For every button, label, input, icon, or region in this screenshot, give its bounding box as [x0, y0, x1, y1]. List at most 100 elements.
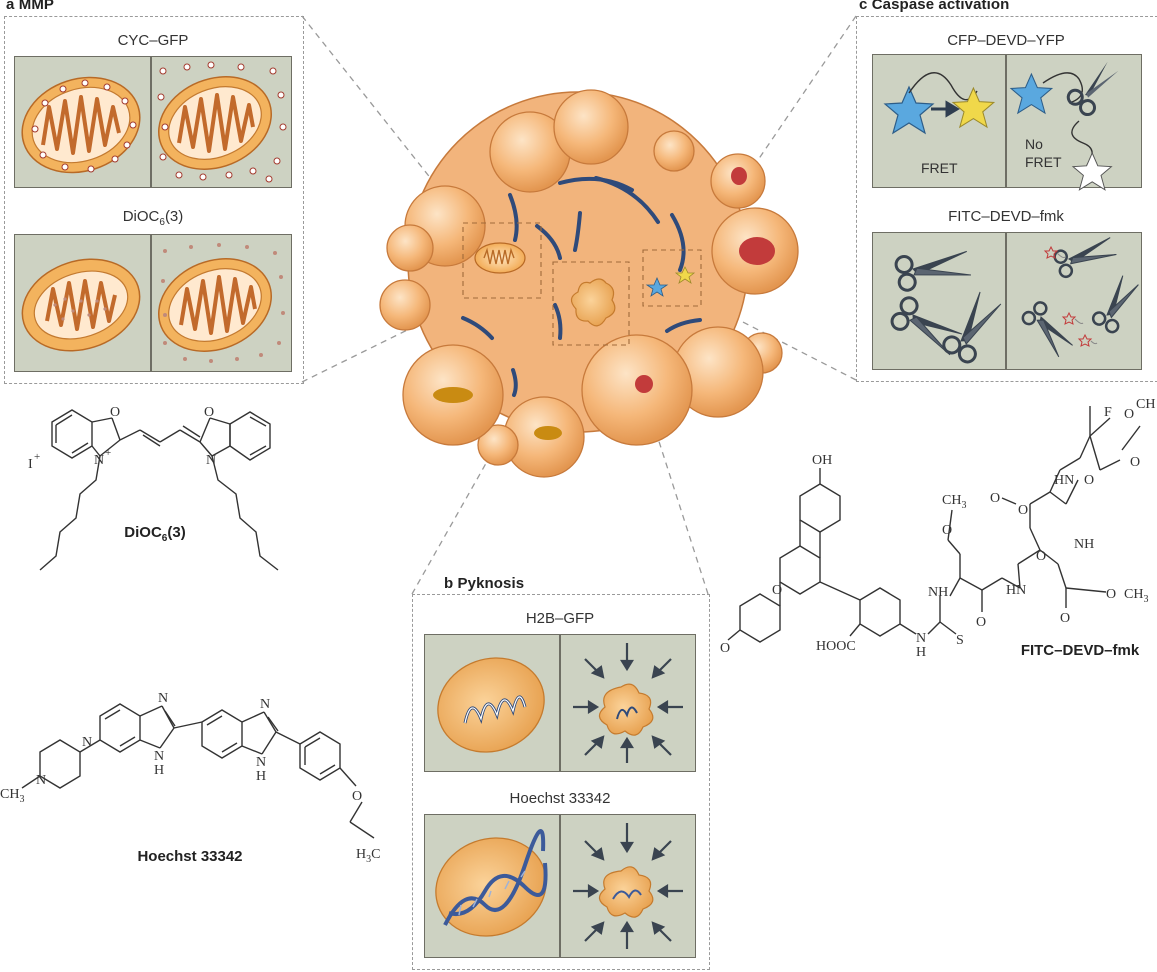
scissors-icon-4 — [1053, 237, 1117, 279]
scissors-icon-3 — [942, 291, 1002, 364]
panel-dioc — [14, 234, 292, 372]
hoechst-atom-nh1: N — [154, 749, 164, 764]
fitc-atom-o-c2: O — [990, 491, 1000, 506]
hoechst-atom-h2: H — [256, 769, 266, 784]
fret-label: FRET — [921, 160, 958, 176]
fitc-atom-o-c1: O — [976, 615, 986, 630]
bleb-nucleus-4 — [433, 387, 473, 403]
dna-double-helix — [443, 829, 548, 926]
mitochondrion-released-cyc — [157, 61, 287, 183]
fitc-atom-hooc: HOOC — [816, 639, 856, 654]
fitc-atom-o-ring: O — [772, 583, 782, 598]
fitc-atom-o-c7: O — [1130, 455, 1140, 470]
cell-cfp-star — [645, 276, 669, 297]
hoechst-structure-name: Hoechst 33342 — [137, 848, 243, 865]
dioc-atom-n1-charge: + — [105, 447, 111, 459]
hoechst-atom-ch3: CH3 — [0, 787, 24, 805]
fitc-atom-o-c6: O — [1084, 473, 1094, 488]
bleb-nucleus-5 — [534, 426, 562, 440]
section-b-label: b Pyknosis — [444, 575, 524, 592]
dioc-structure-name: DiOC6(3) — [124, 524, 186, 544]
apoptotic-blebs — [379, 89, 799, 478]
fitc-atom-s: S — [956, 633, 964, 648]
cytoskeleton-filaments — [461, 176, 702, 397]
mitochondrion-dioc-loaded — [21, 258, 141, 352]
hoechst-atom-n-d: N — [36, 773, 46, 788]
fitc-atom-o-ester1: O — [1106, 587, 1116, 602]
bleb-nucleus-3 — [635, 375, 653, 393]
fitc-atom-o-c4: O — [1036, 549, 1046, 564]
panel-title-dioc: DiOC6(3) — [122, 208, 184, 228]
mitochondrion-intact-cyc — [21, 76, 141, 174]
panel-cyc-gfp — [14, 56, 292, 188]
fitc-atom-nh-b: NH — [928, 585, 948, 600]
zoom-boxes — [462, 222, 702, 346]
compression-arrows-h2b — [573, 643, 683, 763]
hoechst-atom-h1: H — [154, 763, 164, 778]
panel-hoechst — [424, 814, 696, 958]
dioc-atom-n2: N — [206, 453, 216, 468]
panel-fitc — [872, 232, 1142, 370]
hoechst-illustration — [435, 823, 683, 949]
fitc-atom-oh: OH — [812, 453, 832, 468]
bleb-nucleus-1 — [731, 167, 747, 185]
fitc-atom-hn-1: HN — [1006, 583, 1026, 598]
cell-pyknotic-nucleus — [570, 278, 616, 327]
fitc-atom-h-a: H — [916, 645, 926, 660]
fitc-atom-o-ester2: O — [1124, 407, 1134, 422]
bleb-nucleus-2 — [739, 237, 775, 265]
frame-caspase — [856, 16, 1157, 382]
scissors-icon-5 — [1021, 301, 1073, 358]
panel-title-h2b-gfp: H2B–GFP — [525, 610, 595, 627]
frame-pyknosis — [412, 594, 710, 970]
fitc-atom-o-c5: O — [1018, 503, 1028, 518]
section-a-title: MMP — [18, 0, 55, 13]
hoechst-atom-n-c: N — [260, 697, 270, 712]
fitc-atom-nh-a: N — [916, 631, 926, 646]
dioc-structure: O O N + N I + — [28, 405, 279, 571]
fitc-structure: OH O O HOOC N H S NH O CH3 O HN O O NH O… — [720, 397, 1155, 660]
panel-title-hoechst: Hoechst 33342 — [509, 790, 611, 807]
fitc-atom-hn-2: HN — [1054, 473, 1074, 488]
yfp-star-icon — [951, 86, 996, 129]
scissors-icon-2 — [890, 296, 963, 356]
fitc-fluorophore-stars — [1043, 245, 1093, 347]
fitc-structure-name: FITC–DEVD–fmk — [1020, 642, 1140, 659]
no-fret-label-line2: FRET — [1025, 154, 1062, 170]
dioc-atom-o1: O — [110, 405, 120, 420]
yfp-star-cleaved-icon — [1071, 151, 1113, 191]
cell-yfp-star — [674, 266, 696, 284]
fitc-atom-o-c3: O — [1060, 611, 1070, 626]
panel-cfp-yfp: FRET No FRET — [872, 54, 1142, 191]
h2b-gfp-illustration — [437, 643, 683, 763]
cfp-star-cleaved-icon — [1009, 72, 1054, 115]
scissors-group-inactive — [890, 250, 1002, 364]
fitc-atom-o-keto: O — [720, 641, 730, 656]
section-c-letter: c — [859, 0, 868, 13]
fitc-atom-f: F — [1104, 405, 1112, 420]
frame-mmp — [4, 16, 304, 384]
panel-title-cfp-yfp: CFP–DEVD–YFP — [947, 32, 1065, 49]
fret-arrow-icon — [931, 100, 960, 118]
no-fret-label-line1: No — [1025, 136, 1043, 152]
scissors-icon-1 — [894, 250, 971, 292]
hoechst-atom-o: O — [352, 789, 362, 804]
hoechst-atom-nh2: N — [256, 755, 266, 770]
dioc-atom-iodide-charge: + — [34, 451, 40, 463]
section-c-title: Caspase activation — [871, 0, 1010, 13]
scissors-icon-6 — [1091, 275, 1139, 334]
hoechst-atom-n-b: N — [82, 735, 92, 750]
mitochondrion-dioc-released — [158, 243, 285, 363]
fitc-atom-nh-2: NH — [1074, 537, 1094, 552]
cfp-star-icon — [883, 85, 935, 135]
fitc-atom-o-me: O — [942, 523, 952, 538]
panel-title-fitc: FITC–DEVD–fmk — [948, 208, 1064, 225]
dioc-atom-iodide: I — [28, 457, 33, 472]
fitc-atom-ch3-me: CH3 — [942, 493, 966, 511]
normal-nucleus-hoechst — [435, 837, 547, 937]
section-b-letter: b — [444, 575, 454, 592]
dioc-atom-n1: N — [94, 453, 104, 468]
section-a-label: a MMP — [6, 0, 54, 13]
panel-title-cyc-gfp: CYC–GFP — [117, 32, 189, 49]
